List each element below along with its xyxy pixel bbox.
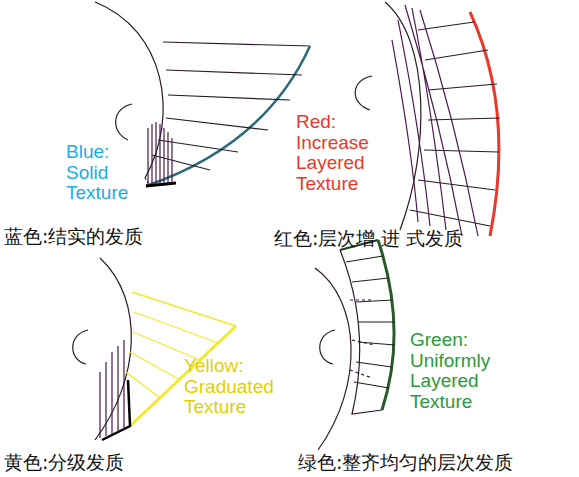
- chinese-caption: 蓝色:结实的发质: [4, 226, 143, 247]
- guide-lines: [346, 256, 395, 388]
- ear: [355, 76, 372, 110]
- blue-haircut: [95, 2, 310, 186]
- green-haircut: [315, 240, 395, 450]
- hair-edge: [470, 12, 499, 236]
- guide-line: [132, 292, 236, 326]
- hair-top: [163, 42, 310, 46]
- hair-base: [146, 183, 176, 186]
- head-outline: [95, 258, 131, 440]
- color-label: Green: Uniformly Layered Texture: [410, 330, 506, 412]
- hair-strands: [392, 5, 478, 236]
- color-label: Blue: Solid Texture: [66, 142, 146, 204]
- ear: [73, 330, 88, 364]
- hair-edge: [378, 240, 394, 410]
- ear: [320, 330, 335, 364]
- guide-lines: [410, 22, 500, 226]
- hatching: [100, 340, 124, 438]
- chinese-caption: 红色:层次增 进 式发质: [274, 228, 463, 249]
- head-outline: [315, 268, 351, 450]
- hair-edge: [146, 46, 310, 186]
- hatching: [148, 122, 172, 184]
- ear: [116, 104, 132, 140]
- chinese-caption: 黄色:分级发质: [4, 452, 124, 473]
- chinese-caption: 绿色:整齐均匀的层次发质: [298, 452, 513, 473]
- guide-lines: [152, 70, 302, 170]
- hair-inner: [340, 250, 382, 414]
- section-marks: [350, 300, 375, 378]
- color-label: Yellow: Graduated Texture: [184, 356, 284, 418]
- color-label: Red: Increase Layered Texture: [296, 112, 380, 194]
- red-haircut: [355, 2, 500, 236]
